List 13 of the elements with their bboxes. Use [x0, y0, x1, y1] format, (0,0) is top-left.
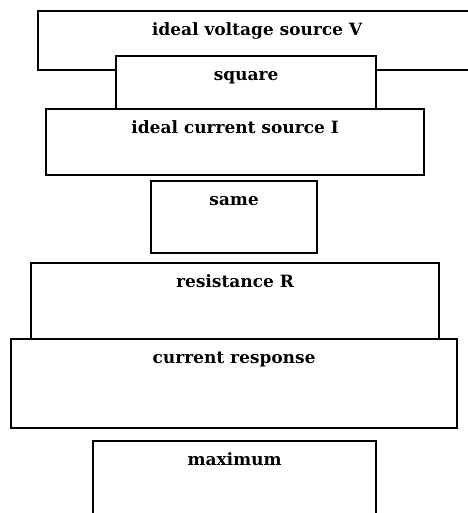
- text-box: [30, 262, 440, 340]
- box-label: resistance R: [176, 272, 294, 292]
- box-label: ideal voltage source V: [152, 20, 362, 40]
- text-box: [92, 440, 377, 513]
- text-box: [10, 338, 458, 429]
- text-box: [115, 55, 377, 111]
- box-label: ideal current source I: [131, 118, 339, 138]
- box-label: maximum: [188, 450, 282, 470]
- box-label: current response: [152, 348, 316, 368]
- box-label: same: [209, 190, 259, 210]
- box-label: square: [214, 65, 278, 85]
- text-box: [150, 180, 318, 254]
- text-box: [45, 108, 425, 176]
